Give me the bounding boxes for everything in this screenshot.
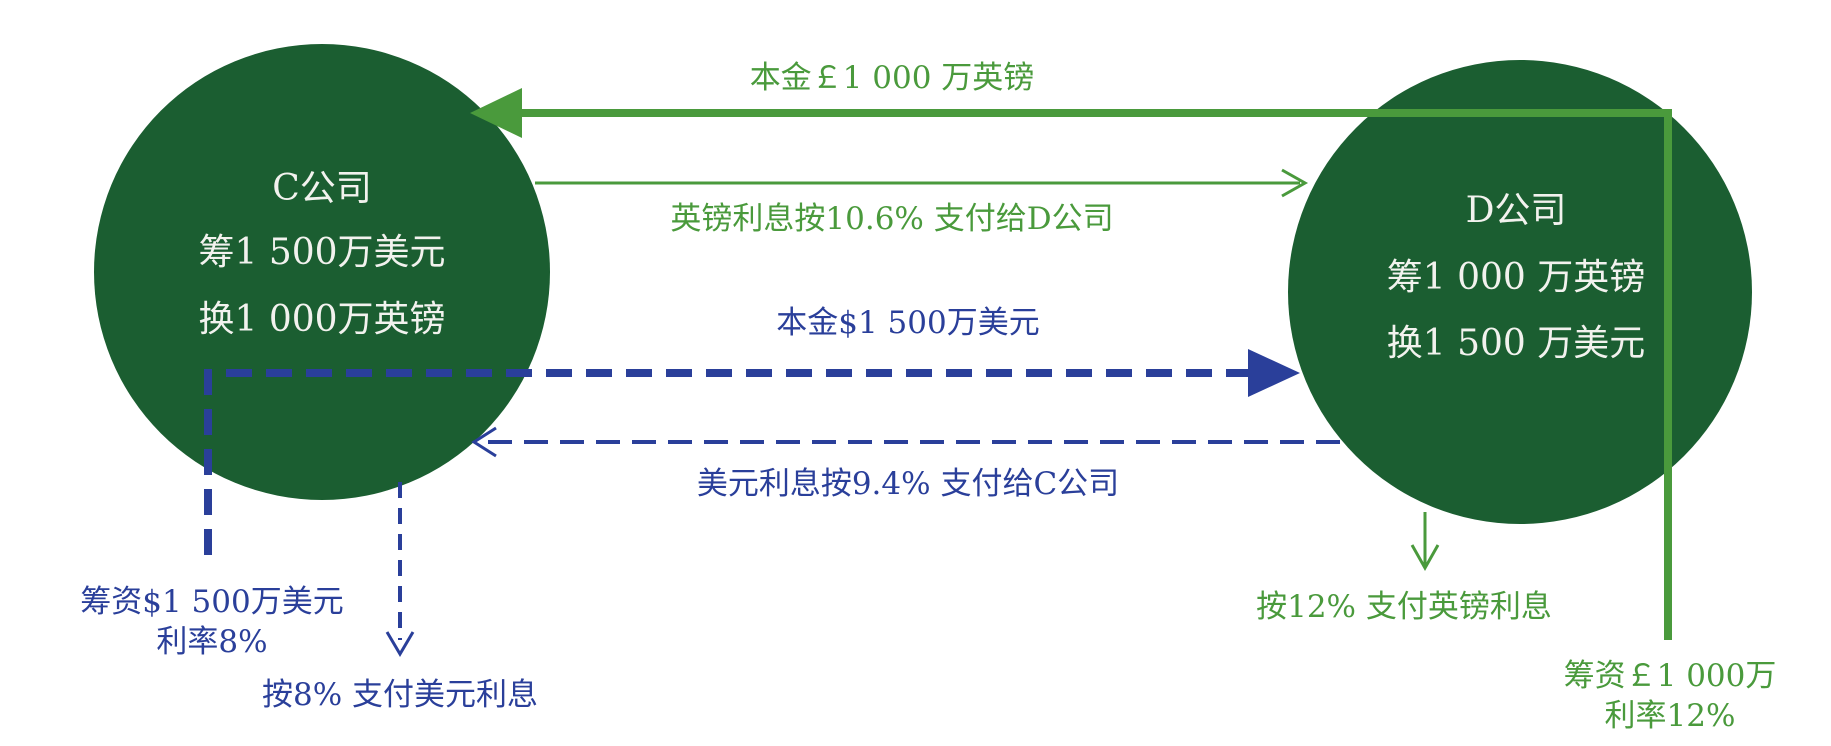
d-raise-label-2: 利率12% [1605, 698, 1736, 734]
gbp-interest-arrowhead [1281, 168, 1309, 198]
c-pay-label: 按8% 支付美元利息 [262, 677, 538, 713]
c-raise-label-1: 筹资$1 500万美元 [80, 584, 343, 620]
c-raise-label-2: 利率8% [156, 624, 267, 660]
usd-principal-label: 本金$1 500万美元 [776, 305, 1039, 341]
usd-interest-label: 美元利息按9.4% 支付给C公司 [697, 466, 1119, 502]
company-d-name: D公司 [1466, 190, 1567, 231]
d-pay-arrowhead [1410, 544, 1440, 572]
company-c-name: C公司 [272, 168, 372, 209]
d-pay-label: 按12% 支付英镑利息 [1256, 589, 1552, 625]
gbp-interest-label: 英镑利息按10.6% 支付给D公司 [670, 201, 1113, 237]
usd-interest-arrowhead [471, 426, 497, 458]
gbp-principal-label: 本金￡1 000 万英镑 [750, 60, 1035, 96]
company-d-circle [1288, 60, 1752, 524]
usd-principal-arrowhead [1248, 349, 1300, 397]
company-c-line2: 换1 000万英镑 [198, 299, 445, 340]
company-d-line2: 换1 500 万美元 [1387, 323, 1646, 364]
gbp-principal-arrowhead [470, 88, 522, 138]
c-pay-arrowhead [385, 631, 415, 657]
company-c-line1: 筹1 500万美元 [198, 232, 445, 273]
d-raise-label-1: 筹资￡1 000万 [1564, 658, 1777, 694]
company-d-line1: 筹1 000 万英镑 [1387, 257, 1646, 298]
usd-principal-arrow-line [204, 369, 1250, 555]
